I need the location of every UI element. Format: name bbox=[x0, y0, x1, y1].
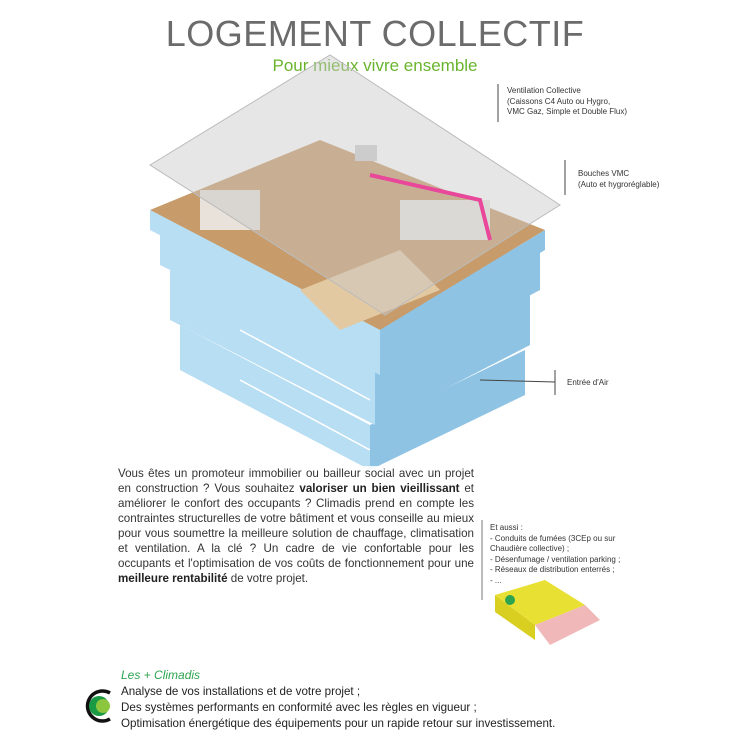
climadis-logo-icon bbox=[85, 689, 111, 723]
page-subtitle: Pour mieux vivre ensemble bbox=[272, 56, 478, 75]
callout-line: VMC Gaz, Simple et Double Flux) bbox=[507, 107, 628, 116]
top-floor-interior bbox=[150, 140, 545, 330]
callout-entree-air: Entrée d'Air bbox=[567, 378, 609, 389]
plus-climadis-list: Analyse de vos installations et de votre… bbox=[121, 684, 555, 732]
callout-line: Entrée d'Air bbox=[567, 378, 609, 387]
page-title: LOGEMENT COLLECTIF bbox=[165, 13, 585, 54]
aussi-title: Et aussi : bbox=[490, 523, 523, 532]
callout-bouches: Bouches VMC (Auto et hygroréglable) bbox=[578, 169, 659, 190]
truck-illustration bbox=[495, 580, 600, 645]
callout-line: Ventilation Collective bbox=[507, 86, 581, 95]
plus-climadis-title: Les + Climadis bbox=[121, 668, 201, 682]
plus-item: Optimisation énergétique des équipements… bbox=[121, 717, 556, 730]
callout-line: (Auto et hygroréglable) bbox=[578, 179, 660, 189]
aussi-item: - Conduits de fumées (3CEp ou sur bbox=[490, 533, 616, 543]
callout-line: (Caissons C4 Auto ou Hygro, bbox=[507, 96, 611, 106]
callout-ventilation: Ventilation Collective (Caissons C4 Auto… bbox=[507, 86, 627, 118]
intro-text: Vous êtes un promoteur immobilier ou bai… bbox=[118, 467, 474, 495]
roof bbox=[149, 54, 561, 316]
intro-text: de votre projet. bbox=[227, 572, 309, 585]
plus-item: Des systèmes performants en conformité a… bbox=[121, 701, 477, 714]
aussi-item: Chaudière collective) ; bbox=[490, 544, 570, 553]
et-aussi-list: Et aussi : - Conduits de fumées (3CEp ou… bbox=[490, 523, 620, 586]
intro-bold: meilleure rentabilité bbox=[118, 572, 228, 585]
plus-item: Analyse de vos installations et de votre… bbox=[121, 685, 361, 698]
aussi-item: - Désenfumage / ventilation parking ; bbox=[490, 554, 621, 564]
intro-bold: valoriser un bien vieillissant bbox=[299, 482, 460, 495]
intro-text: et améliorer le confort des occupants ? … bbox=[118, 482, 475, 570]
aussi-item: - ... bbox=[490, 575, 502, 585]
floor-3 bbox=[170, 265, 530, 425]
intro-paragraph: Vous êtes un promoteur immobilier ou bai… bbox=[118, 466, 474, 586]
callout-line: Bouches VMC bbox=[578, 169, 630, 178]
aussi-item: - Réseaux de distribution enterrés ; bbox=[490, 565, 615, 574]
